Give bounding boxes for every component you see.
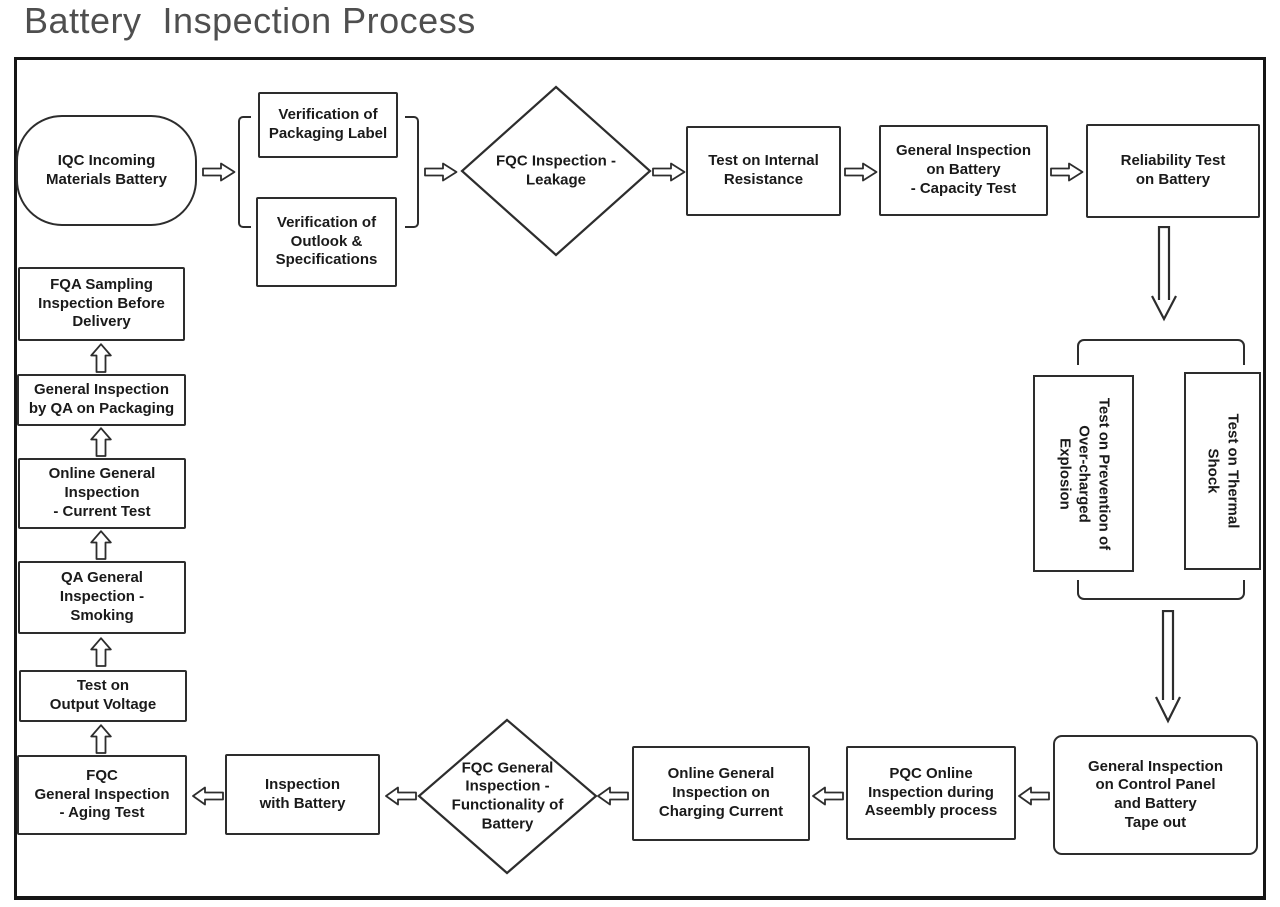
node-label: Verification of Packaging Label — [268, 106, 388, 142]
node-fqa-sampling-before-delivery: FQA Sampling Inspection Before Delivery — [18, 267, 185, 341]
node-fqc-inspection-leakage: FQC Inspection - Leakage — [460, 85, 652, 257]
node-pqc-online-inspection-assembly: PQC Online Inspection during Aseembly pr… — [846, 746, 1016, 840]
flow-arrow-right-icon — [202, 162, 236, 182]
flow-arrow-up-icon — [90, 724, 112, 754]
page-title: Battery Inspection Process — [24, 0, 476, 41]
node-test-internal-resistance: Test on Internal Resistance — [686, 126, 841, 216]
node-qa-inspection-smoking: QA General Inspection - Smoking — [18, 561, 186, 634]
node-label: Reliability Test on Battery — [1120, 152, 1226, 188]
flow-arrow-right-icon — [424, 162, 458, 182]
node-label: PQC Online Inspection during Aseembly pr… — [864, 764, 998, 820]
node-iqc-incoming-materials: IQC Incoming Materials Battery — [16, 115, 197, 226]
grouping-bracket-top — [1077, 339, 1245, 365]
flow-arrow-down-icon — [1154, 609, 1182, 724]
node-label: FQC Inspection - Leakage — [496, 152, 616, 188]
flow-arrow-left-icon — [597, 786, 629, 806]
grouping-bracket-left — [238, 116, 251, 228]
node-label: IQC Incoming Materials Battery — [46, 151, 167, 188]
node-label: General Inspection by QA on Packaging — [28, 381, 175, 417]
node-general-inspection-qa-packaging: General Inspection by QA on Packaging — [17, 374, 186, 426]
node-online-inspection-charging-current: Online General Inspection on Charging Cu… — [632, 746, 810, 841]
flow-arrow-right-icon — [652, 162, 686, 182]
node-label: Test on Prevention of Over-charged Explo… — [1055, 397, 1112, 550]
flow-arrow-down-icon — [1150, 225, 1178, 322]
flow-arrow-up-icon — [90, 530, 112, 560]
node-verification-outlook-specifications: Verification of Outlook & Specifications — [256, 197, 397, 287]
grouping-bracket-right — [405, 116, 419, 228]
node-test-output-voltage: Test on Output Voltage — [19, 670, 187, 722]
node-label: General Inspection on Battery - Capacity… — [895, 142, 1032, 197]
flow-arrow-left-icon — [385, 786, 417, 806]
node-fqc-aging-test: FQC General Inspection - Aging Test — [17, 755, 187, 835]
node-label: Online General Inspection on Charging Cu… — [658, 765, 784, 820]
diagram-frame — [14, 57, 1266, 900]
flow-arrow-up-icon — [90, 343, 112, 373]
node-inspection-with-battery: Inspection with Battery — [225, 754, 380, 835]
flow-arrow-right-icon — [1050, 162, 1084, 182]
node-test-overcharge-explosion: Test on Prevention of Over-charged Explo… — [1033, 375, 1134, 572]
node-verification-packaging-label: Verification of Packaging Label — [258, 92, 398, 158]
node-label: Test on Internal Resistance — [708, 152, 819, 188]
node-label: Inspection with Battery — [259, 775, 346, 812]
node-label: FQC General Inspection - Functionality o… — [451, 759, 564, 833]
flow-arrow-left-icon — [812, 786, 844, 806]
node-general-inspection-control-panel: General Inspection on Control Panel and … — [1053, 735, 1258, 855]
flow-arrow-left-icon — [192, 786, 224, 806]
node-reliability-test-battery: Reliability Test on Battery — [1086, 124, 1260, 218]
node-label: FQA Sampling Inspection Before Delivery — [38, 275, 165, 331]
node-general-inspection-capacity-test: General Inspection on Battery - Capacity… — [879, 125, 1048, 216]
flow-arrow-up-icon — [90, 427, 112, 457]
node-label: General Inspection on Control Panel and … — [1087, 757, 1224, 831]
node-fqc-general-inspection-functionality: FQC General Inspection - Functionality o… — [417, 718, 598, 875]
node-label: FQC General Inspection - Aging Test — [34, 766, 170, 822]
node-label: Test on Thermal Shock — [1204, 413, 1242, 529]
flow-arrow-up-icon — [90, 637, 112, 667]
node-label: Online General Inspection - Current Test — [48, 465, 156, 520]
flow-arrow-right-icon — [844, 162, 878, 182]
grouping-bracket-bottom — [1077, 580, 1245, 600]
node-label: QA General Inspection - Smoking — [59, 569, 145, 624]
node-label: Test on Output Voltage — [49, 677, 157, 713]
node-test-thermal-shock: Test on Thermal Shock — [1184, 372, 1261, 570]
node-online-inspection-current-test: Online General Inspection - Current Test — [18, 458, 186, 529]
flow-arrow-left-icon — [1018, 786, 1050, 806]
node-label: Verification of Outlook & Specifications — [275, 213, 378, 269]
